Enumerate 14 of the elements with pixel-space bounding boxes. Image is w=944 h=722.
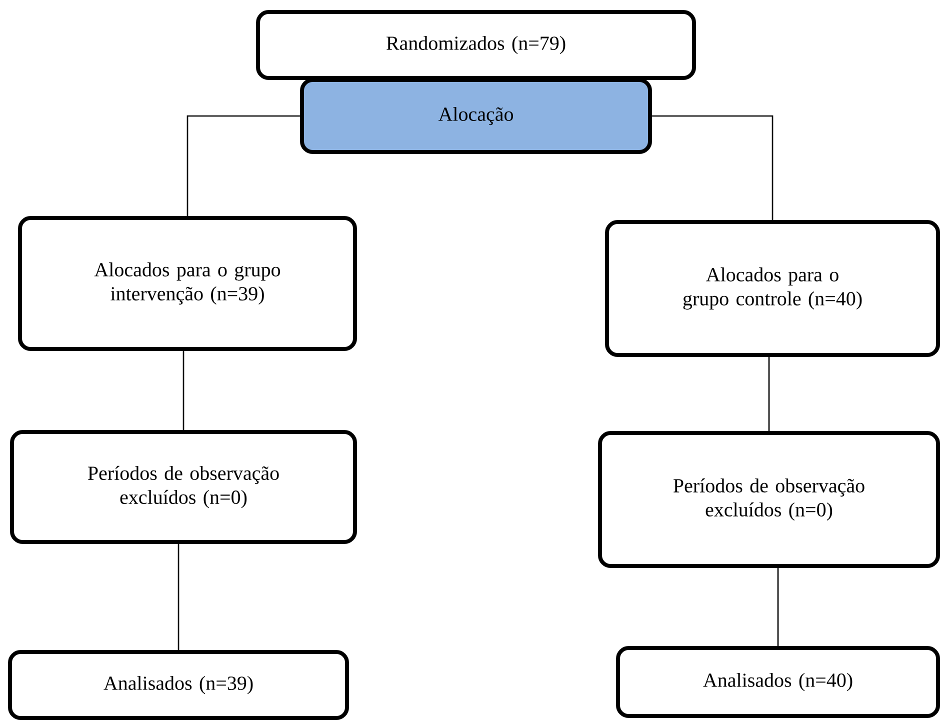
allocation-box: Alocação <box>300 78 652 154</box>
process-box: Períodos de observação excluídos (n=0) <box>598 431 940 568</box>
connector-line <box>777 568 779 646</box>
connector-line <box>186 115 300 216</box>
connector-line <box>652 115 774 220</box>
process-box: Analisados (n=39) <box>8 650 350 720</box>
process-box: Randomizados (n=79) <box>256 10 696 80</box>
process-box: Analisados (n=40) <box>616 646 940 718</box>
process-box: Alocados para o grupo intervenção (n=39) <box>18 216 357 351</box>
connector-line <box>768 357 770 431</box>
connector-line <box>182 351 184 430</box>
connector-line <box>178 544 180 650</box>
process-box: Alocados para o grupo controle (n=40) <box>605 220 940 357</box>
process-box: Períodos de observação excluídos (n=0) <box>10 430 357 544</box>
